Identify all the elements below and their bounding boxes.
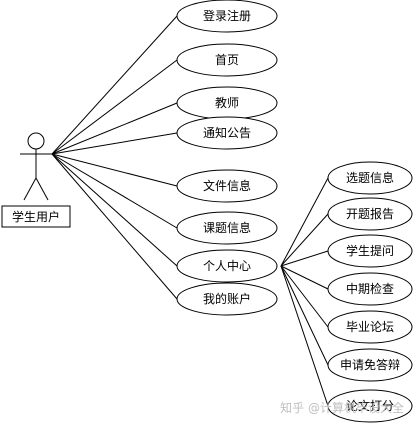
use-case-account: 我的账户 [176,282,278,316]
use-case-ellipse [327,310,413,344]
use-case-label: 学生提问 [346,243,394,258]
use-case-ellipse [176,43,278,77]
include-line-forum [280,265,329,328]
actor-left-leg [23,177,37,201]
actor: 学生用户 [1,132,71,228]
include-line-topic-selection [280,177,329,267]
use-case-label: 课题信息 [203,220,251,235]
use-case-home: 首页 [176,43,278,77]
use-case-ellipse [176,211,278,245]
use-case-ellipse [327,234,413,268]
association-line-topics [51,153,178,229]
association-line-teacher [51,102,178,155]
actor-label-box [1,205,71,228]
use-case-label: 首页 [215,53,239,67]
use-case-label: 个人中心 [203,258,251,273]
use-case-label: 教师 [215,95,239,110]
use-case-label: 开题报告 [346,206,394,221]
use-case-login: 登录注册 [176,0,278,33]
include-line-student-question [280,250,329,267]
use-case-label: 论文打分 [346,398,394,413]
use-case-student-question: 学生提问 [327,234,413,268]
use-case-forum: 毕业论坛 [327,310,413,344]
association-lines [51,15,329,407]
actor-head [27,132,45,150]
use-case-topics: 课题信息 [176,211,278,245]
use-case-label: 中期检查 [346,281,394,296]
include-line-defense-exemption [280,265,329,366]
use-case-files: 文件信息 [176,169,278,203]
use-case-teacher: 教师 [176,86,278,120]
use-case-label: 选题信息 [346,170,394,185]
association-line-personal [51,153,178,267]
use-case-thesis-grading: 论文打分 [327,389,413,423]
use-case-ellipse [327,272,413,306]
include-line-thesis-grading [280,265,329,407]
use-case-label: 毕业论坛 [346,320,394,334]
use-case-proposal: 开题报告 [327,197,413,231]
use-case-label: 登录注册 [203,8,251,23]
use-case-midterm: 中期检查 [327,272,413,306]
include-line-midterm [280,265,329,290]
use-case-label: 我的账户 [203,291,251,306]
association-line-account [51,153,178,300]
include-line-proposal [280,213,329,267]
use-case-ellipse [176,116,278,150]
use-case-ellipse [327,389,413,423]
association-line-notice [51,132,178,155]
use-case-ellipse [327,348,413,382]
use-case-label: 通知公告 [203,126,251,140]
use-case-label: 文件信息 [203,178,251,193]
use-case-ellipse [176,169,278,203]
use-case-notice: 通知公告 [176,116,278,150]
association-line-home [51,59,178,155]
use-case-ellipse [327,161,413,195]
use-case-ellipse [176,0,278,33]
association-line-files [51,153,178,187]
use-case-ellipse [327,197,413,231]
use-case-ellipse [176,249,278,283]
use-case-label: 申请免答辩 [340,357,400,372]
use-case-personal: 个人中心 [176,249,278,283]
association-line-login [51,15,178,155]
actor-right-leg [35,177,49,201]
watermark: 知乎 @计算机毕设大全 [280,400,404,415]
use-case-defense-exemption: 申请免答辩 [327,348,413,382]
use-case-topic-selection: 选题信息 [327,161,413,195]
actor-label: 学生用户 [12,209,60,224]
use-case-ellipse [176,282,278,316]
